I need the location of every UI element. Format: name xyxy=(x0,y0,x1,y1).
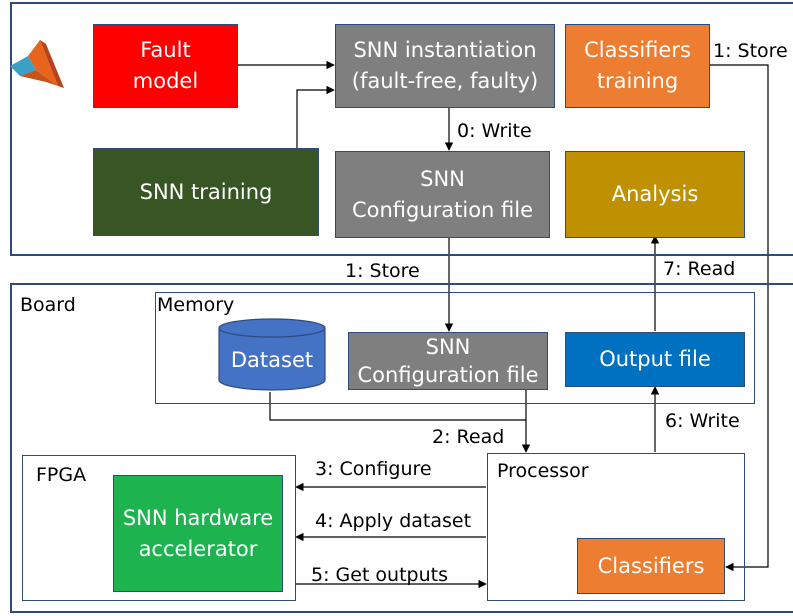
classifiers-training-box: Classifiers training xyxy=(565,24,710,108)
arrow-read-dataset xyxy=(269,392,526,421)
fault-model-box: Fault model xyxy=(93,24,238,108)
fpga-title: FPGA xyxy=(36,464,87,486)
snn-training-box: SNN training xyxy=(93,148,319,236)
classifiers-box: Classifiers xyxy=(577,538,725,594)
memory-config-file-box: SNN Configuration file xyxy=(348,332,548,390)
snn-accelerator-box: SNN hardware accelerator xyxy=(113,475,283,592)
step-6-write-label: 6: Write xyxy=(665,410,740,432)
step-7-read-label: 7: Read xyxy=(663,258,736,280)
step-1-store-config-label: 1: Store xyxy=(345,260,420,282)
matlab-logo-icon xyxy=(10,40,64,88)
step-2-read-label: 2: Read xyxy=(432,426,505,448)
processor-frame xyxy=(487,453,745,601)
step-1-store-classifiers-label: 1: Store xyxy=(713,40,788,62)
memory-title: Memory xyxy=(157,294,235,316)
fpga-frame xyxy=(22,455,296,601)
output-file-box: Output file xyxy=(565,332,745,387)
pc-frame xyxy=(10,2,793,256)
board-title: Board xyxy=(20,294,76,316)
step-3-configure-label: 3: Configure xyxy=(315,458,432,480)
snn-instantiation-box: SNN instantiation (fault-free, faulty) xyxy=(335,24,555,108)
analysis-box: Analysis xyxy=(565,151,745,238)
processor-title: Processor xyxy=(497,460,589,482)
snn-config-file-box: SNN Configuration file xyxy=(335,151,550,238)
memory-frame xyxy=(155,292,755,404)
arrow-store-classifiers xyxy=(710,64,769,572)
arrow-training-to-instantiation xyxy=(296,85,335,148)
step-5-get-outputs-label: 5: Get outputs xyxy=(311,564,448,586)
dataset-label: Dataset xyxy=(230,347,314,372)
board-frame xyxy=(10,283,793,613)
step-4-apply-label: 4: Apply dataset xyxy=(315,510,472,532)
step-0-write-label: 0: Write xyxy=(457,120,532,142)
dataset-cylinder-icon xyxy=(218,318,326,391)
